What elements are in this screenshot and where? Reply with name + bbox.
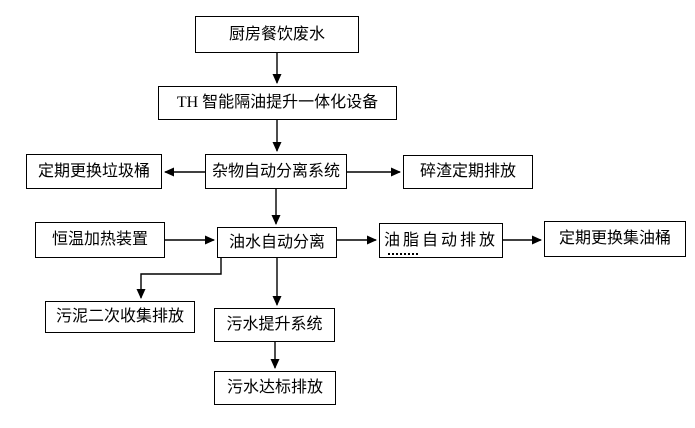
node-grease-discharge: 油脂自动排放: [379, 223, 503, 258]
node-kitchen-wastewater: 厨房餐饮废水: [195, 16, 359, 53]
node-trash-bin-replacement: 定期更换垃圾桶: [26, 154, 162, 189]
node-label: 杂物自动分离系统: [211, 162, 340, 180]
node-label: 污水提升系统: [226, 316, 323, 334]
node-th-integrated-device: TH 智能隔油提升一体化设备: [158, 86, 397, 120]
node-label: 油水自动分离: [228, 233, 325, 251]
node-label: 污水达标排放: [226, 379, 323, 397]
node-sewage-lifting-system: 污水提升系统: [214, 308, 335, 342]
node-residue-discharge: 碎渣定期排放: [403, 155, 533, 189]
node-label: 厨房餐饮废水: [228, 25, 325, 43]
node-oil-barrel-replacement: 定期更换集油桶: [544, 221, 686, 257]
node-sludge-collection-discharge: 污泥二次收集排放: [45, 301, 195, 333]
node-label: 定期更换集油桶: [558, 230, 671, 248]
node-label: 油脂自动排放: [383, 231, 498, 249]
node-label: 恒温加热装置: [51, 231, 148, 249]
spellcheck-dots: [388, 253, 418, 255]
node-label: 污泥二次收集排放: [55, 308, 184, 326]
node-label: 碎渣定期排放: [419, 163, 516, 181]
edge-oilwater-to-sludge: [136, 258, 222, 299]
node-heating-device: 恒温加热装置: [35, 222, 165, 258]
node-standard-discharge: 污水达标排放: [214, 371, 336, 405]
node-label: TH 智能隔油提升一体化设备: [176, 94, 379, 112]
node-debris-separation-system: 杂物自动分离系统: [205, 154, 347, 189]
node-oil-water-separation: 油水自动分离: [217, 227, 337, 258]
node-label: 定期更换垃圾桶: [37, 162, 150, 180]
